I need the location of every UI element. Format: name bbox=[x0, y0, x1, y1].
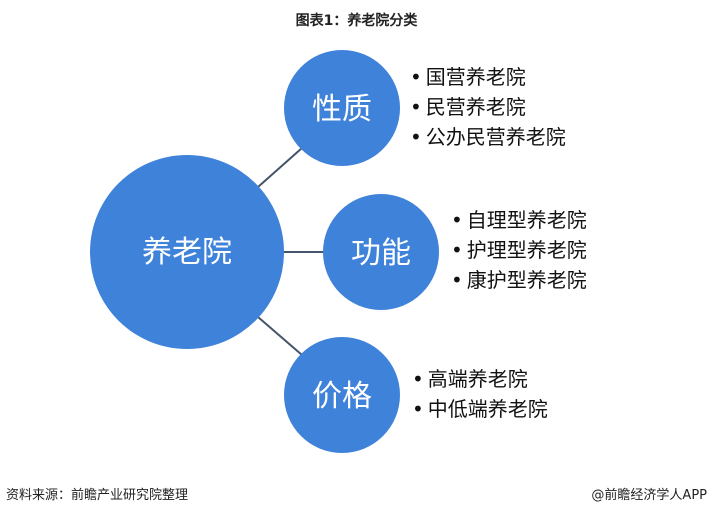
list-item: 国营养老院 bbox=[410, 62, 566, 92]
list-item: 民营养老院 bbox=[410, 92, 566, 122]
branch-label-1: 性质 bbox=[312, 92, 372, 127]
branch-list-1: 国营养老院 民营养老院 公办民营养老院 bbox=[410, 62, 566, 152]
center-label: 养老院 bbox=[142, 235, 232, 270]
figure-title: 图表1：养老院分类 bbox=[295, 13, 418, 29]
list-item: 护理型养老院 bbox=[451, 235, 587, 265]
branch-list-2: 自理型养老院 护理型养老院 康护型养老院 bbox=[451, 205, 587, 295]
branch-label-2: 功能 bbox=[351, 236, 411, 271]
source-note: 资料来源：前瞻产业研究院整理 bbox=[6, 488, 189, 503]
connector-1 bbox=[257, 147, 303, 188]
branch-label-3: 价格 bbox=[312, 379, 372, 414]
brand-note: @前瞻经济学人APP bbox=[591, 488, 707, 503]
connector-3 bbox=[257, 316, 303, 356]
list-item: 康护型养老院 bbox=[451, 265, 587, 295]
center-node bbox=[90, 155, 284, 349]
list-item: 自理型养老院 bbox=[451, 205, 587, 235]
branch-node-1 bbox=[284, 50, 400, 166]
list-item: 中低端养老院 bbox=[412, 394, 548, 424]
branch-node-3 bbox=[284, 337, 400, 453]
branch-list-3: 高端养老院 中低端养老院 bbox=[412, 364, 548, 424]
list-item: 公办民营养老院 bbox=[410, 122, 566, 152]
list-item: 高端养老院 bbox=[412, 364, 548, 394]
branch-node-2 bbox=[323, 194, 439, 310]
